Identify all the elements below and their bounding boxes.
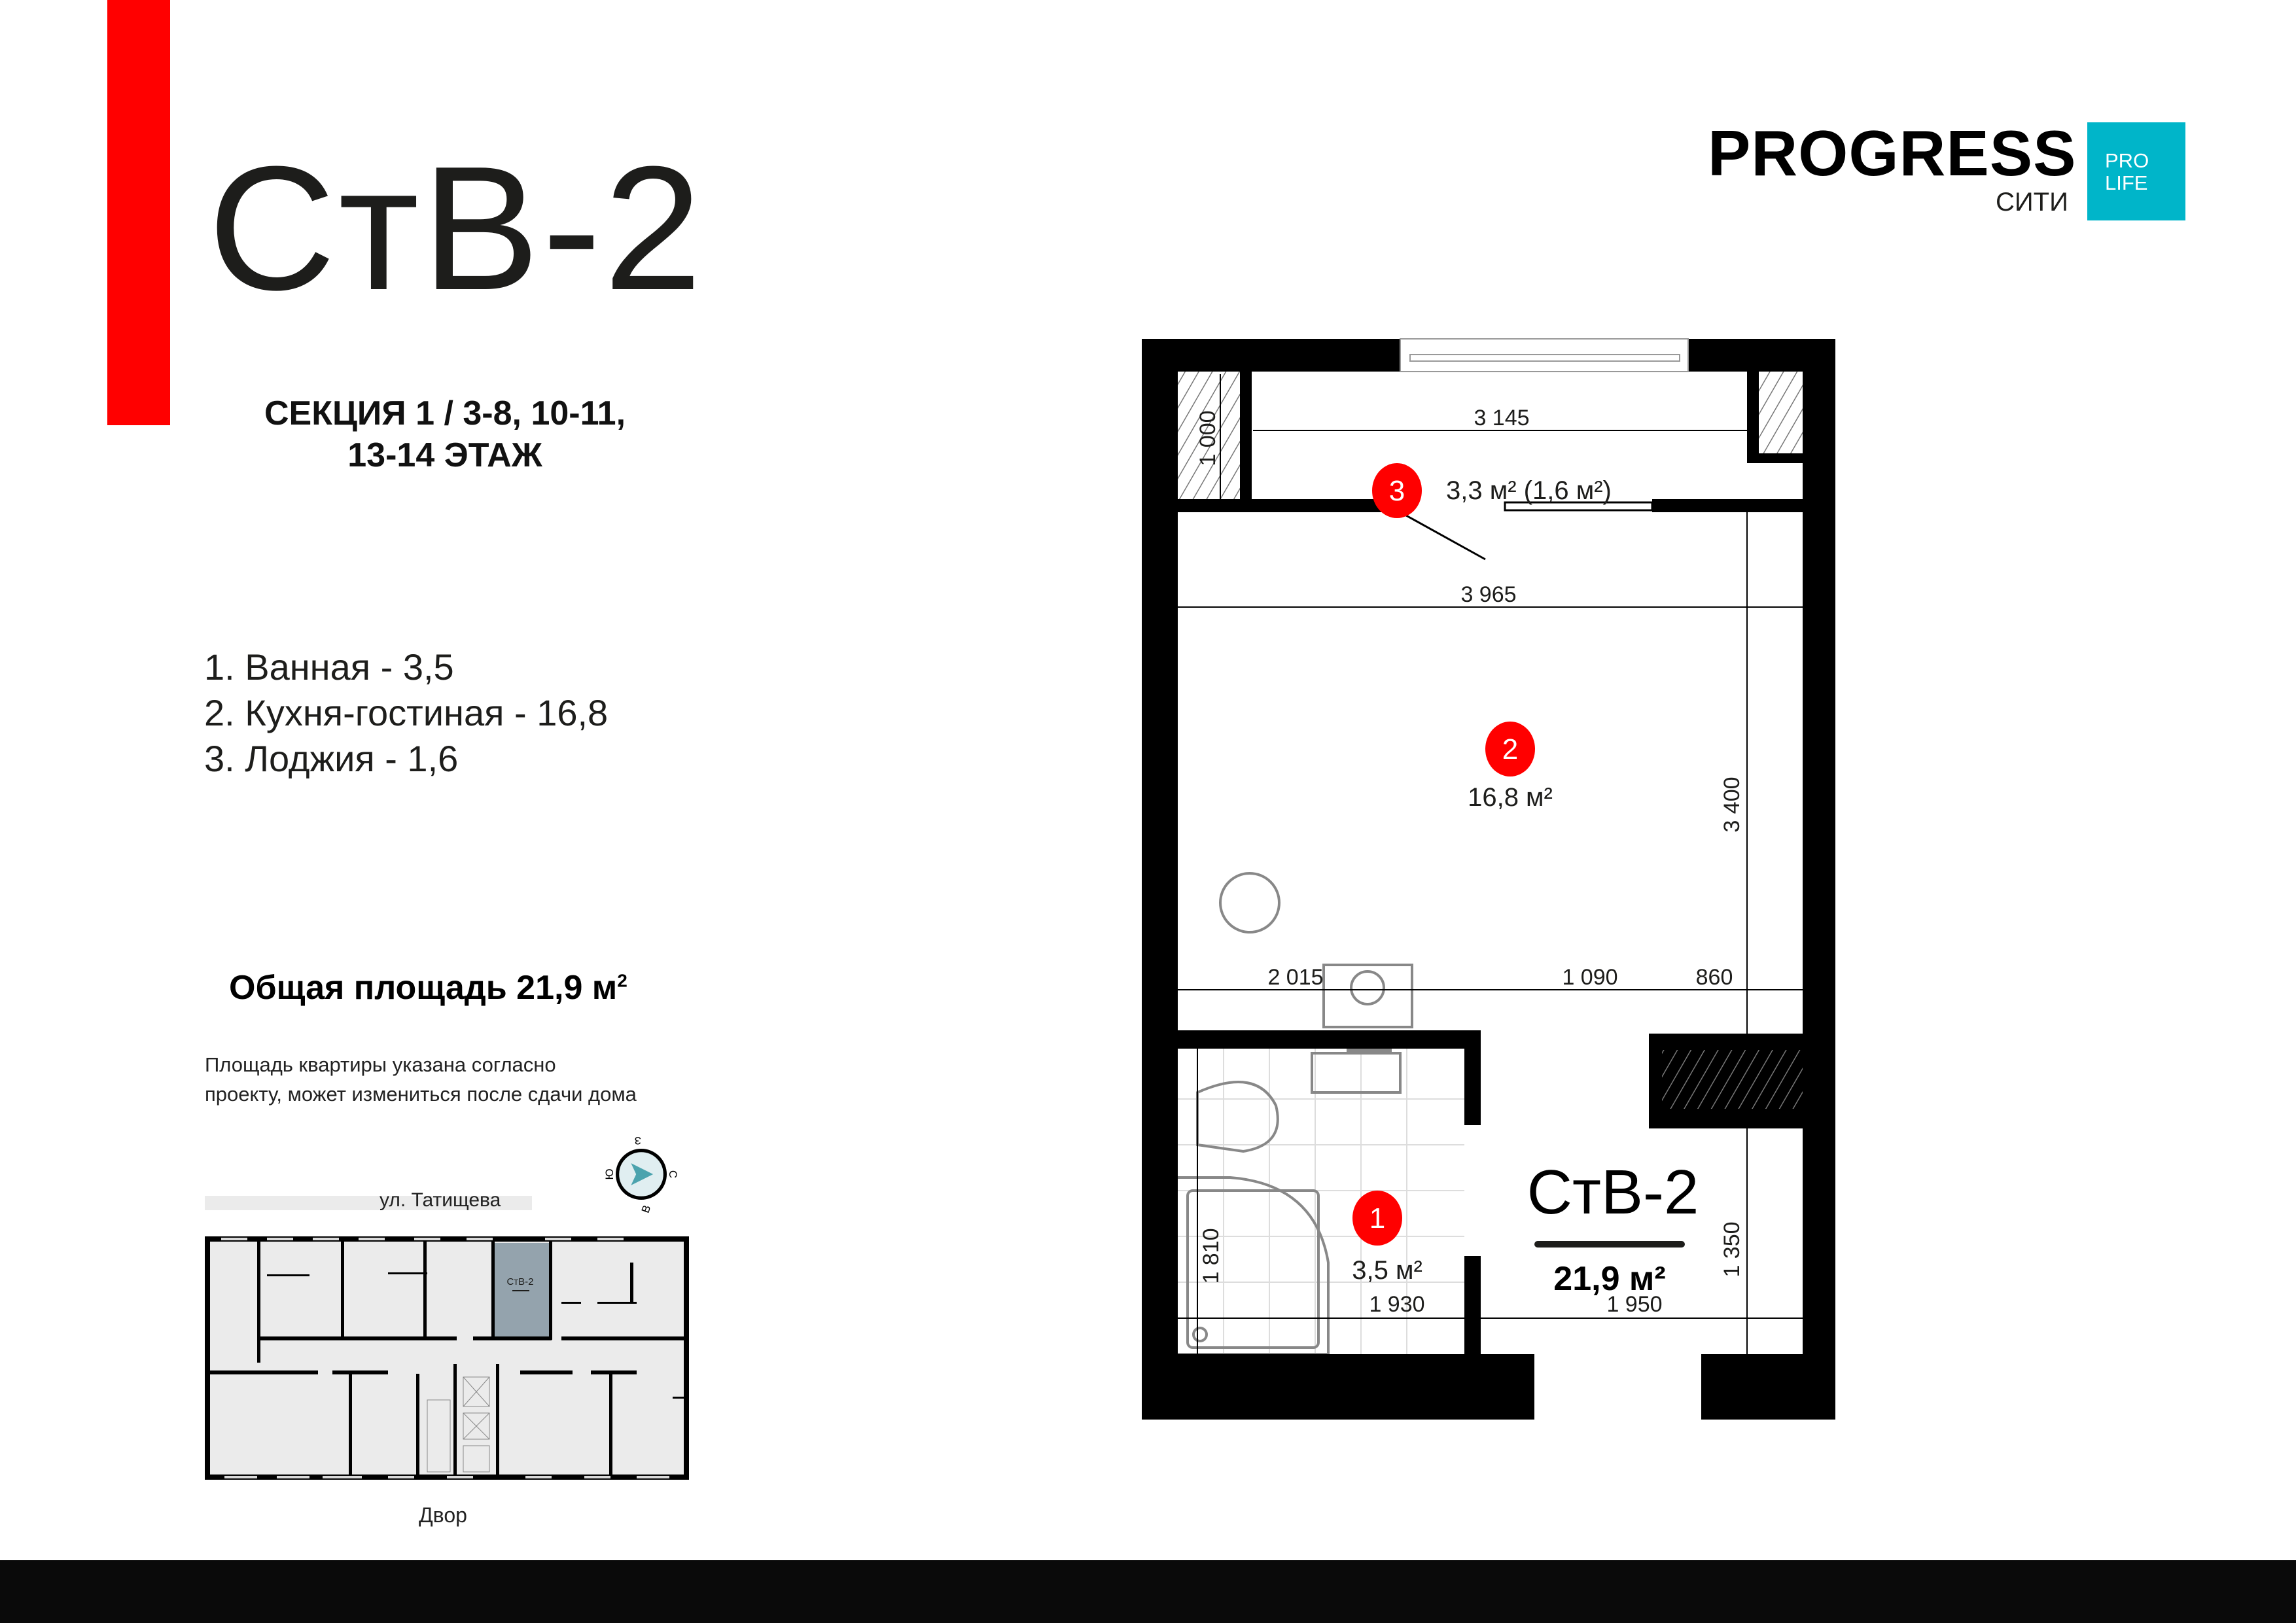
highlight-label: СтВ-2 — [506, 1276, 533, 1287]
plan-unit-code: СтВ-2 — [1527, 1157, 1699, 1227]
legend-item: 3. Лоджия - 1,6 — [204, 738, 459, 779]
section-line-2: 13-14 ЭТАЖ — [347, 436, 542, 474]
compass-icon: З С Ю В — [603, 1134, 679, 1215]
site-plan: СтВ-2 — [205, 1236, 689, 1480]
room-3-badge: 3 — [1372, 463, 1422, 518]
rooms-legend: 1. Ванная - 3,5 2. Кухня-гостиная - 16,8… — [204, 644, 608, 782]
brand-name: PROGRESS — [1708, 117, 2077, 189]
compass-e: В — [639, 1204, 654, 1215]
street-bar — [205, 1196, 532, 1210]
dim-bath-depth: 1 810 — [1199, 1228, 1224, 1283]
room-1-badge: 1 — [1352, 1191, 1402, 1246]
dim-bath-width: 1 930 — [1369, 1292, 1424, 1317]
dim-room-depth: 3 400 — [1720, 777, 1744, 832]
yard-label: Двор — [419, 1503, 467, 1527]
room-1-area: 3,5 м² — [1352, 1256, 1422, 1285]
dim-2015: 2 015 — [1267, 965, 1323, 990]
section-line-1: СЕКЦИЯ 1 / 3-8, 10-11, — [264, 394, 626, 432]
dim-1090: 1 090 — [1562, 965, 1617, 990]
footer-bar — [0, 1560, 2296, 1623]
total-area: Общая площадь 21,9 м2 — [229, 968, 627, 1007]
dim-hall-depth: 1 350 — [1720, 1221, 1744, 1277]
dim-860: 860 — [1696, 965, 1733, 990]
legend-item: 1. Ванная - 3,5 — [204, 646, 454, 688]
compass-s: Ю — [603, 1168, 616, 1179]
badge-line-1: PRO — [2105, 149, 2149, 172]
dim-hall-width: 1 950 — [1606, 1292, 1662, 1317]
brand-subtitle: СИТИ — [1996, 188, 2068, 217]
dim-room-width: 3 965 — [1460, 582, 1516, 607]
badge-line-2: LIFE — [2105, 171, 2148, 194]
compass-w: З — [635, 1134, 641, 1147]
dim-loggia-depth: 1 000 — [1195, 410, 1220, 466]
total-area-sup: 2 — [617, 970, 627, 991]
disclaimer: Площадь квартиры указана согласно проект… — [205, 1050, 637, 1109]
legend-item: 2. Кухня-гостиная - 16,8 — [204, 692, 609, 733]
page-title: СтВ-2 — [208, 130, 705, 327]
floor-plan: 3 145 1 000 3 965 3 400 2 015 1 090 860 … — [1142, 338, 1835, 1420]
section-floors: СЕКЦИЯ 1 / 3-8, 10-11, 13-14 ЭТАЖ — [209, 393, 680, 476]
disclaimer-line-1: Площадь квартиры указана согласно — [205, 1053, 556, 1076]
room-3-area: 3,3 м² (1,6 м²) — [1446, 476, 1612, 505]
disclaimer-line-2: проекту, может измениться после сдачи до… — [205, 1083, 637, 1106]
dim-loggia-width: 3 145 — [1474, 406, 1529, 430]
svg-text:2: 2 — [1502, 733, 1518, 765]
plan-unit-area: 21,9 м² — [1553, 1260, 1665, 1298]
svg-text:3: 3 — [1389, 475, 1405, 507]
accent-bar — [107, 0, 170, 425]
brand-badge: PRO LIFE — [2087, 122, 2185, 220]
total-area-label: Общая площадь 21,9 м — [229, 969, 618, 1007]
svg-text:1: 1 — [1369, 1202, 1385, 1234]
street-label: ул. Татищева — [380, 1189, 501, 1211]
room-2-area: 16,8 м² — [1468, 783, 1553, 812]
compass-n: С — [667, 1170, 679, 1178]
room-2-badge: 2 — [1485, 722, 1535, 777]
